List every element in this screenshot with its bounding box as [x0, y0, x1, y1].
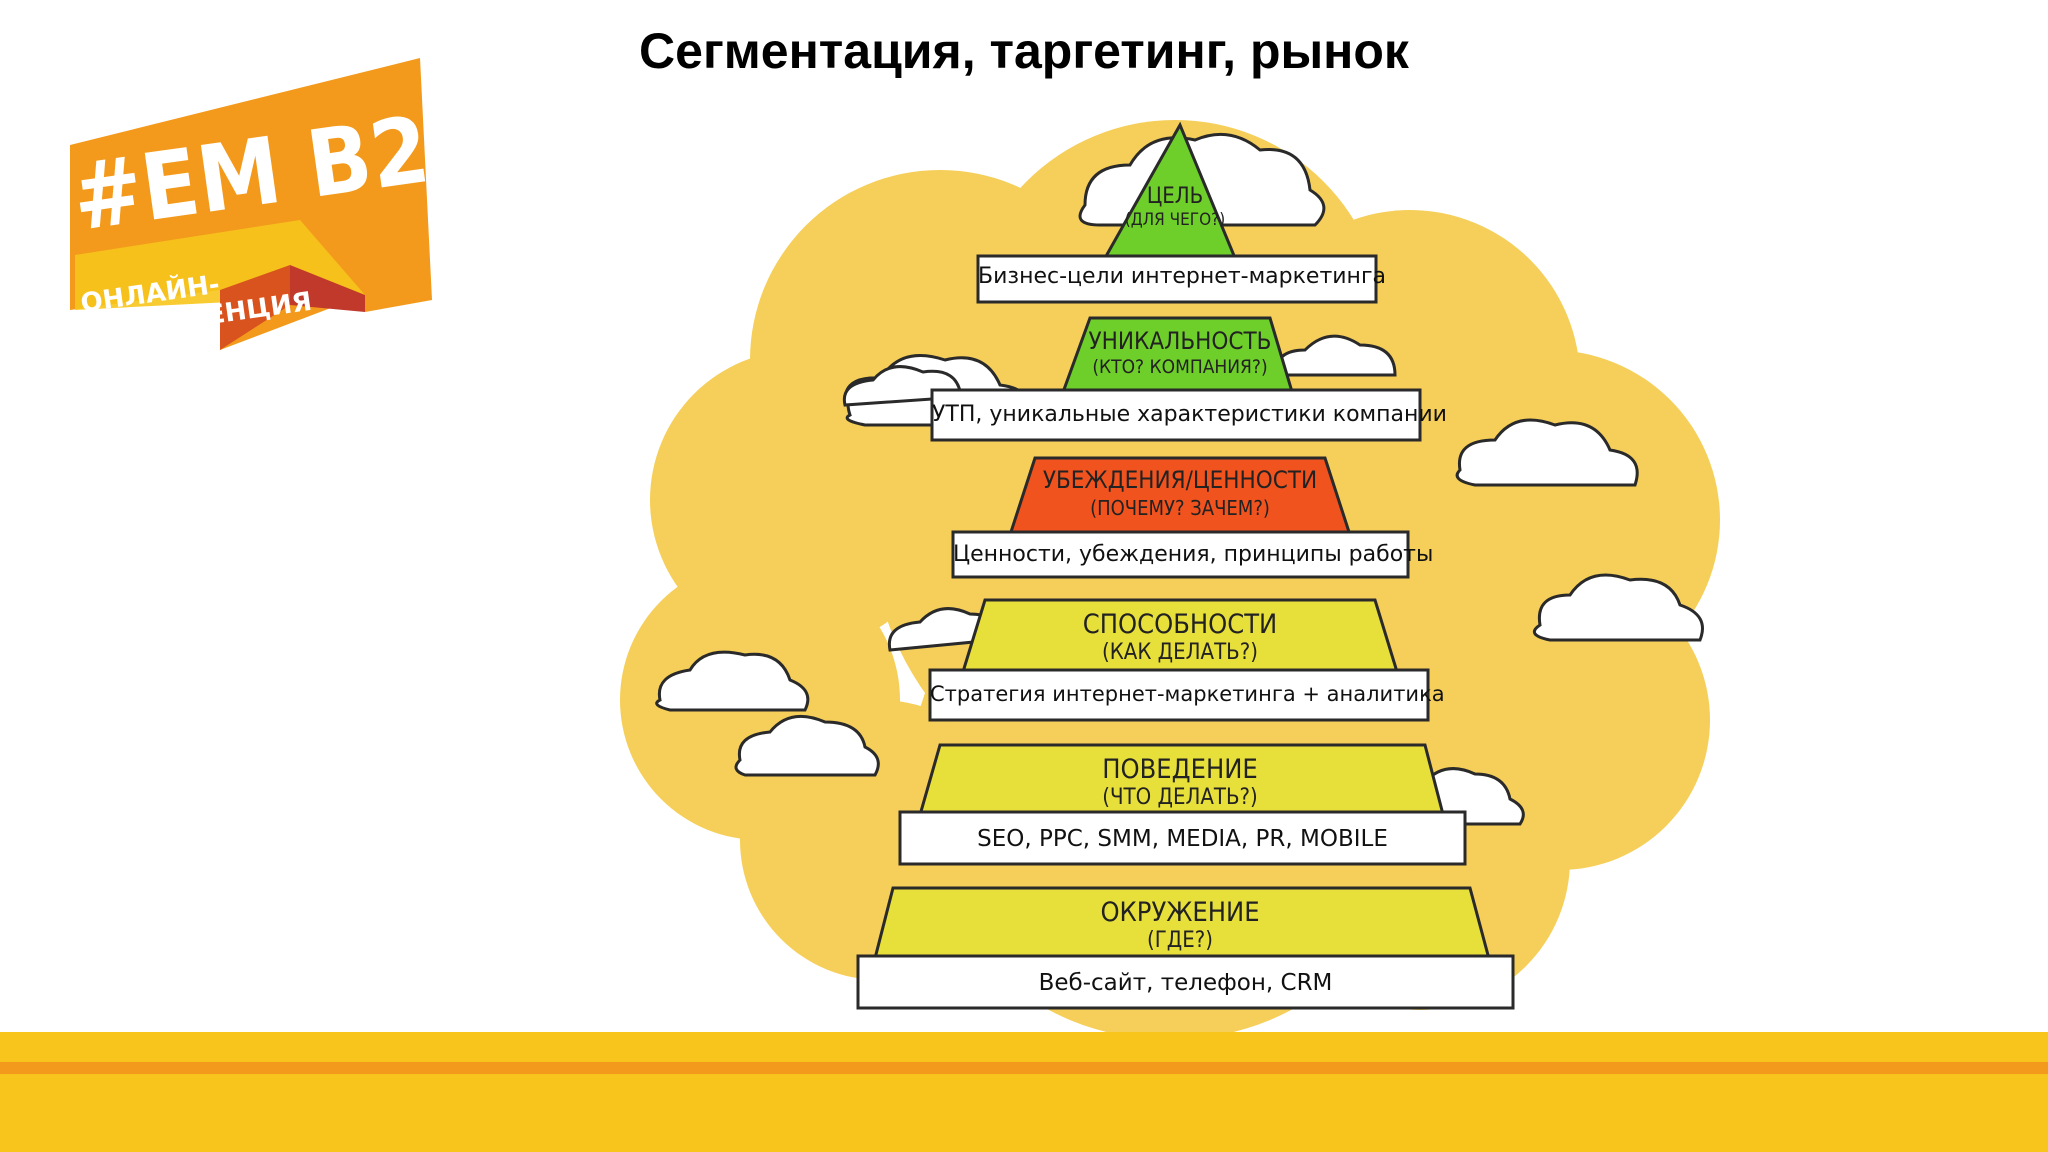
tier-5-band: [898, 810, 1467, 866]
tier-6-label: ОКРУЖЕНИЕ (ГДЕ?): [1100, 897, 1260, 954]
tier-6-band-text: Веб-сайт, телефон, CRM: [1038, 970, 1333, 996]
tier-5-band-text: SEO, PPC, SMM, MEDIA, PR, MOBILE: [977, 826, 1388, 852]
tier-2-label: УНИКАЛЬНОСТЬ (КТО? КОМПАНИЯ?): [1088, 327, 1272, 378]
footer-bar-yellow-bottom: [0, 1074, 2048, 1152]
tier-2-band-text: УТП, уникальные характеристики компании: [932, 402, 1447, 427]
tier-1-band-text: Бизнес-цели интернет-маркетинга: [978, 264, 1386, 289]
tier-4-band: [928, 668, 1430, 722]
em-b2b-logo: #EM B2B ОНЛАЙН- КОНФЕРЕНЦИЯ: [66, 58, 440, 350]
tier-3-band-text: Ценности, убеждения, принципы работы: [953, 542, 1434, 567]
tier-1-band: [976, 254, 1378, 304]
tier-3-label: УБЕЖДЕНИЯ/ЦЕННОСТИ (ПОЧЕМУ? ЗАЧЕМ?): [1042, 466, 1318, 520]
footer-bar-orange: [0, 1062, 2048, 1074]
tier-6-band: [856, 954, 1515, 1010]
tier-4-band-text: Стратегия интернет-маркетинга + аналитик…: [930, 682, 1445, 706]
tier-2-band: [930, 388, 1422, 442]
footer-bar-yellow-top: [0, 1032, 2048, 1062]
tier-3-band: [951, 530, 1410, 579]
tier-4-label: СПОСОБНОСТИ (КАК ДЕЛАТЬ?): [1082, 609, 1278, 666]
tier-1-label: ЦЕЛЬ (ДЛЯ ЧЕГО?): [1124, 184, 1226, 231]
tier-5-label: ПОВЕДЕНИЕ (ЧТО ДЕЛАТЬ?): [1102, 754, 1258, 811]
slide-title: Сегментация, таргетинг, рынок: [639, 23, 1409, 79]
